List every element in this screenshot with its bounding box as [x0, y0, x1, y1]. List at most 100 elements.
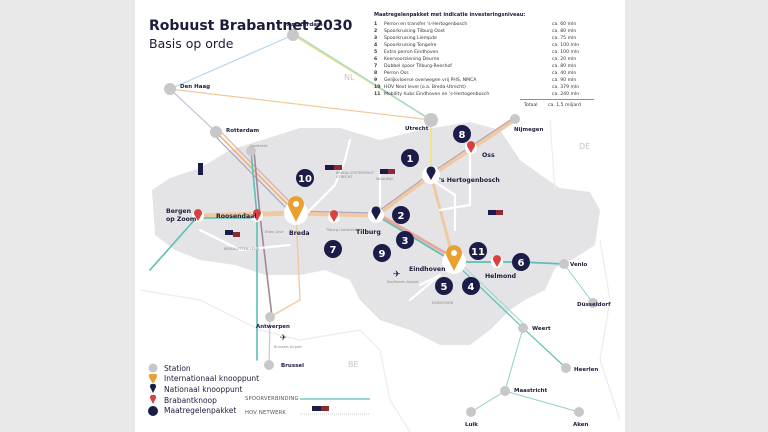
measure-number: 2 [374, 29, 378, 34]
label-antwerpen: Antwerpen [256, 324, 290, 330]
measure-marker-9[interactable]: 9 [373, 244, 391, 262]
total-divider [520, 99, 594, 100]
label-eindhoven-airport: Eindhoven Airport [387, 280, 419, 284]
svg-text:4: 4 [468, 282, 475, 293]
measure-number: 3 [374, 36, 378, 41]
svg-text:9: 9 [379, 249, 386, 260]
country-label-nl: NL [344, 73, 355, 82]
measure-number: 11 [374, 92, 381, 97]
legend-rail: SPOORVERBINDING [245, 396, 299, 402]
station-dusseldorf[interactable] [588, 298, 598, 308]
national-pin-icon [148, 384, 160, 394]
measure-description: Perron en transfer 's-Hertogenbosch [384, 22, 468, 27]
station-dordrecht[interactable] [246, 146, 256, 156]
label-heerlen: Heerlen [574, 367, 598, 373]
blurred-background-left [0, 0, 135, 432]
international-pin-icon[interactable] [446, 245, 462, 271]
label-bergen-op-zoom-2: op Zoom [166, 216, 196, 223]
measure-marker-1[interactable]: 1 [401, 149, 419, 167]
measure-marker-6[interactable]: 6 [512, 253, 530, 271]
page-subtitle: Basis op orde [149, 36, 234, 51]
station-rotterdam[interactable] [210, 126, 222, 138]
label-dusseldorf: Düsseldorf [577, 302, 611, 308]
measures-table: Maatregelenpakket met indicatie invester… [374, 12, 598, 108]
station-amsterdam[interactable] [287, 29, 299, 41]
measure-marker-3[interactable]: 3 [396, 231, 414, 249]
svg-text:2: 2 [398, 211, 405, 222]
international-pin-icon[interactable] [288, 196, 304, 222]
station-maastricht[interactable] [500, 386, 510, 396]
measure-number: 6 [374, 57, 378, 62]
country-border [549, 119, 621, 421]
total-value: ca. 1,5 miljard [548, 103, 581, 108]
national-pin-icon[interactable] [371, 206, 381, 220]
svg-text:10: 10 [298, 174, 312, 185]
station-den-haag[interactable] [164, 83, 176, 95]
label-eindhoven-hov: EINDHOVEN [432, 301, 453, 305]
station-weert[interactable] [518, 323, 528, 333]
measure-cost: ca. 60 mln [552, 22, 577, 27]
measure-marker-8[interactable]: 8 [453, 125, 471, 143]
measure-marker-10[interactable]: 10 [296, 169, 314, 187]
bus-icon [321, 406, 329, 411]
station-venlo[interactable] [559, 259, 569, 269]
station-luik[interactable] [466, 407, 476, 417]
label-breda-etten: BREDA-ETTEN-LEUR [224, 247, 259, 251]
station-brussel[interactable] [264, 360, 274, 370]
legend-international: Internationaal knooppunt [148, 373, 259, 385]
measure-cost: ca. 40 mln [552, 71, 577, 76]
label-venlo: Venlo [570, 262, 587, 268]
station-nijmegen[interactable] [510, 114, 520, 124]
label-brussels-airport: Brussels Airport [274, 345, 302, 349]
bus-icon [496, 210, 503, 215]
measure-cost: ca. 80 mln [552, 64, 577, 69]
label-helmond: Helmond [485, 273, 516, 280]
label-den-haag: Den Haag [180, 84, 210, 90]
legend-label: Nationaal knooppunt [164, 384, 243, 394]
label-utrecht: Utrecht [405, 126, 429, 132]
station-icon [148, 363, 160, 373]
svg-text:5: 5 [441, 282, 448, 293]
legend-hov: HOV NETWERK [245, 410, 287, 416]
country-label-be: BE [348, 360, 359, 369]
station-heerlen[interactable] [561, 363, 571, 373]
measure-description: HOV Next level (o.a. Breda-Utrecht) [384, 85, 466, 90]
bus-icon [334, 165, 342, 170]
measure-marker-11[interactable]: 11 [469, 242, 487, 260]
label-maastricht: Maastricht [514, 388, 548, 394]
label-aken: Aken [573, 422, 588, 428]
measure-number: 10 [374, 85, 381, 90]
bus-icon [312, 406, 321, 411]
measure-cost: ca. 80 mln [552, 29, 577, 34]
svg-text:8: 8 [459, 130, 466, 141]
brabant-pin-icon[interactable] [194, 141, 501, 267]
label-tilburg-uni: Tilburg Universiteit [325, 228, 360, 232]
label-bergen-op-zoom: Bergen [166, 208, 191, 215]
measure-marker-5[interactable]: 5 [435, 277, 453, 295]
measure-number: 8 [374, 71, 378, 76]
measure-marker-2[interactable]: 2 [392, 206, 410, 224]
measure-markers: 1 2 3 4 5 6 7 8 9 10 11 [296, 125, 530, 295]
svg-text:1: 1 [407, 154, 414, 165]
measure-marker-4[interactable]: 4 [462, 277, 480, 295]
bus-icon [225, 230, 233, 235]
label-weert: Weert [532, 326, 551, 332]
legend-package: Maatregelenpakket [148, 405, 259, 416]
station-aken[interactable] [574, 407, 584, 417]
national-pin-icon[interactable] [426, 166, 436, 180]
label-brussel: Brussel [281, 363, 304, 369]
measure-marker-7[interactable]: 7 [324, 240, 342, 258]
station-antwerpen[interactable] [265, 312, 275, 322]
country-label-de: DE [579, 142, 590, 151]
legend-brabant: Brabantknoop [148, 395, 259, 406]
label-rotterdam: Rotterdam [226, 128, 259, 134]
station-utrecht[interactable] [424, 113, 438, 127]
label-breda-oosterhout: BREDA-OOSTERHOUT [336, 171, 375, 175]
international-pin-icon [148, 373, 160, 384]
label-etten-leur: Etten-Leur [265, 230, 284, 234]
